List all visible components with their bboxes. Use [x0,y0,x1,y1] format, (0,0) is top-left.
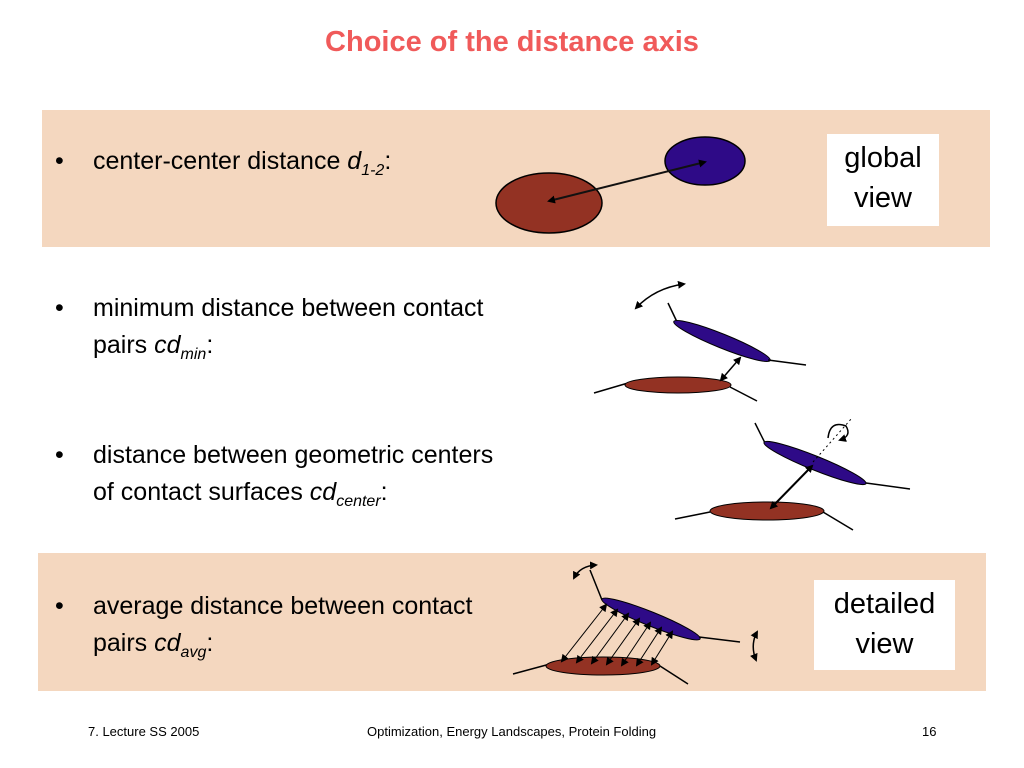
contact-pair-arrows [560,603,674,667]
figure-average-distance [512,561,758,685]
footer-course-title: Optimization, Energy Landscapes, Protein… [367,724,657,739]
rotation-arrow [573,561,598,580]
figure-minimum-distance [593,280,807,402]
red-surface [709,501,825,521]
rotation-arrow [634,280,686,310]
bullet-dot: • [55,294,64,322]
footer-lecture: 7. Lecture SS 2005 [88,724,200,739]
translation-arrow [750,630,758,662]
red-blob [495,172,603,234]
blue-surface [763,440,867,486]
distance-arrow [547,159,707,204]
bullet-dot: • [55,147,64,175]
slide-title: Choice of the distance axis [325,26,699,58]
red-surface [624,376,732,394]
blue-surface [601,597,701,641]
bullet-text: center-center distance d1-2: [93,147,392,179]
center-distance-arrow [769,464,814,510]
bullet-dot: • [55,441,64,469]
bullet-dot: • [55,592,64,620]
footer-page-number: 16 [922,724,937,739]
blue-blob [664,136,746,186]
blue-surface [673,319,771,363]
figure-center-center [495,136,746,234]
figure-center-surfaces [674,417,911,531]
rotation-arrow [827,423,849,442]
min-distance-arrow [719,356,742,382]
